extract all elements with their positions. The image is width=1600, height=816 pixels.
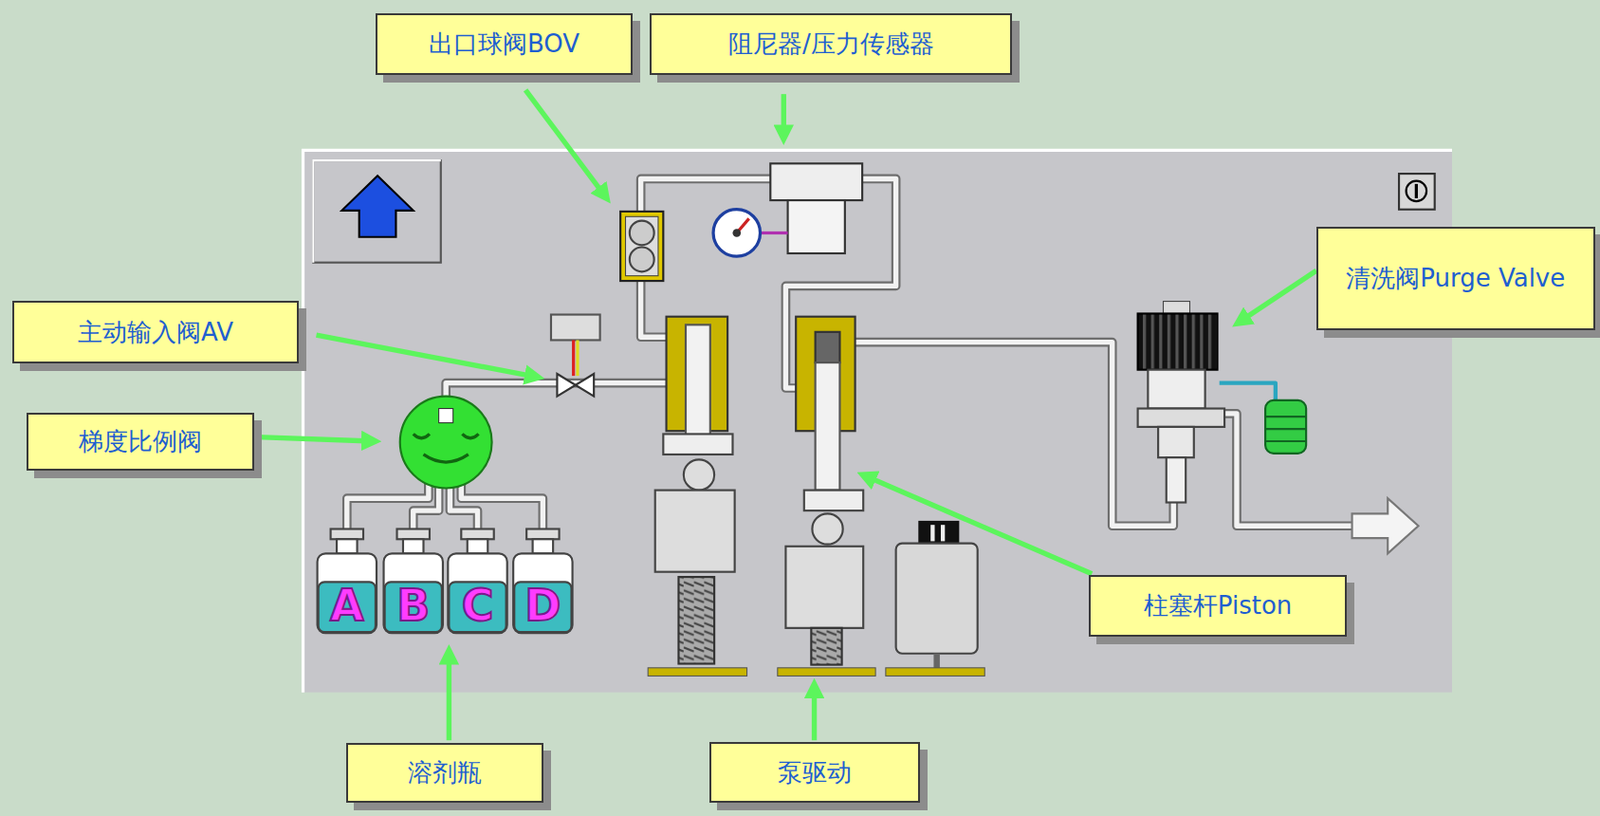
callout-text: 柱塞杆Piston (1143, 589, 1292, 622)
bottle-part (397, 528, 430, 539)
pump-head-1 (647, 316, 747, 677)
bottle-part (513, 552, 572, 633)
bottle-part (526, 528, 559, 539)
pump-head-2 (777, 316, 876, 677)
callout-box: 清洗阀Purge Valve (1316, 226, 1596, 331)
bottle-part (467, 538, 489, 553)
power-icon (1398, 173, 1435, 210)
bottle-part (385, 581, 442, 632)
solvent-bottles (317, 528, 573, 633)
bottle-part (384, 552, 443, 633)
callout-box: 主动输入阀AV (12, 300, 299, 364)
bottle-letter: D (514, 583, 571, 627)
callout-box: 出口球阀BOV (375, 13, 633, 75)
purge-valve (1138, 301, 1307, 503)
bottle-part (460, 528, 494, 539)
callout-box: 泵驱动 (709, 741, 921, 802)
callout-text: 梯度比例阀 (78, 425, 203, 458)
outlet-ball-valve (620, 211, 663, 281)
callout-box: 梯度比例阀 (26, 412, 255, 471)
callout-box: 阻尼器/压力传感器 (649, 13, 1012, 75)
callout-text: 清洗阀Purge Valve (1345, 262, 1565, 295)
up-button (312, 160, 441, 263)
bottle-part (448, 581, 506, 632)
leader-arrows (257, 90, 1317, 740)
bottle-part (514, 581, 571, 632)
bottle-part (318, 581, 376, 632)
bottle-letter: C (449, 583, 507, 627)
damper (713, 163, 863, 257)
motor (885, 520, 985, 677)
callout-text: 阻尼器/压力传感器 (728, 28, 935, 60)
callout-text: 泵驱动 (777, 756, 852, 789)
bottle-part (403, 538, 424, 553)
bottle-letter: B (385, 583, 442, 627)
bottle-part (331, 528, 364, 539)
callout-box: 柱塞杆Piston (1088, 574, 1347, 638)
callout-text: 主动输入阀AV (77, 316, 234, 349)
tubing (347, 178, 1356, 531)
bottle-letter: A (318, 583, 376, 627)
panel (303, 149, 1453, 692)
inlet-valve (551, 314, 601, 397)
callout-box: 溶剂瓶 (346, 742, 545, 802)
bottle-part (317, 552, 377, 633)
bottle-part (533, 538, 554, 553)
callout-text: 溶剂瓶 (407, 756, 482, 789)
bottle-part (447, 552, 507, 633)
outlet-arrow (1352, 497, 1419, 553)
bottle-part (336, 538, 358, 553)
gradient-valve (400, 396, 493, 489)
callout-text: 出口球阀BOV (428, 28, 580, 60)
